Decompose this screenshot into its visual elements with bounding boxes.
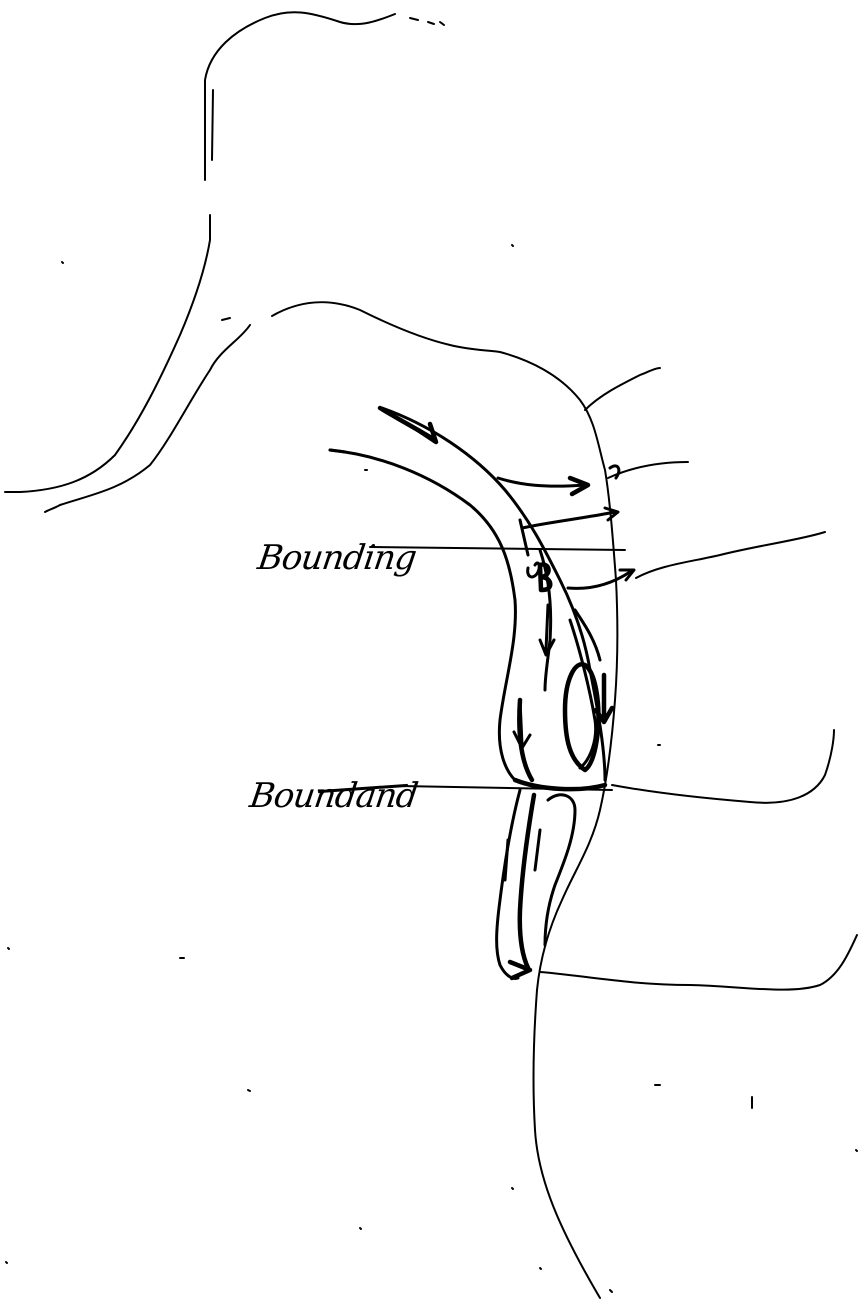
flow-channel xyxy=(330,408,612,789)
upper-landform-outline xyxy=(5,12,444,512)
outflow-arrows xyxy=(498,466,634,589)
inflow-arrows xyxy=(330,408,436,452)
boundary-label-lower: Boundand xyxy=(247,776,420,816)
stray-marks xyxy=(6,245,857,1292)
lower-channel xyxy=(497,790,575,978)
boundary-label-upper: Bounding xyxy=(255,538,418,578)
